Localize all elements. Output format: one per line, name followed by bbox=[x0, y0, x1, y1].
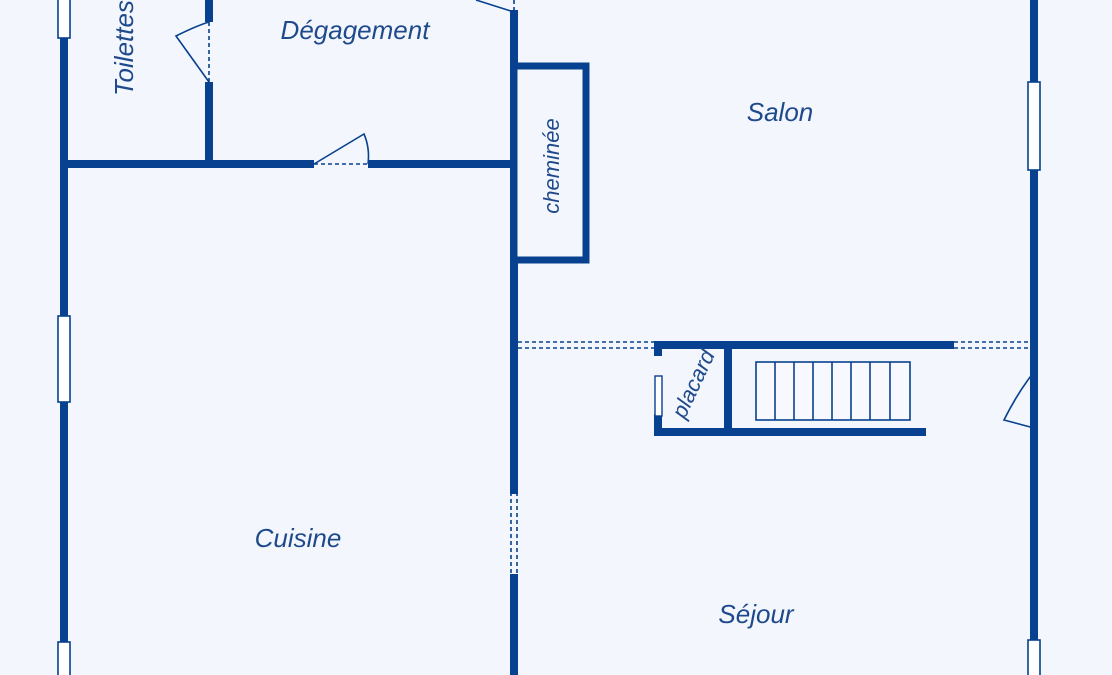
door-swings bbox=[174, 0, 1035, 429]
windows bbox=[57, 0, 1041, 675]
room-label-toilettes: Toilettes bbox=[109, 0, 139, 96]
door-top-swing bbox=[475, 0, 515, 13]
walls bbox=[60, 0, 1038, 675]
door-degagement-swing bbox=[313, 132, 370, 165]
placard-door bbox=[654, 375, 663, 417]
chimney-outline bbox=[510, 62, 590, 264]
staircase bbox=[755, 361, 911, 421]
window-left-middle bbox=[57, 315, 71, 403]
door-sejour-swing bbox=[1002, 371, 1035, 429]
room-label-salon: Salon bbox=[747, 97, 814, 127]
window-left-bottom bbox=[57, 641, 71, 675]
room-label-cheminee: cheminée bbox=[539, 118, 564, 213]
window-right-bottom bbox=[1027, 639, 1041, 675]
room-label-sejour: Séjour bbox=[718, 599, 794, 629]
window-right-top bbox=[1027, 81, 1041, 171]
door-toilettes-swing bbox=[174, 21, 210, 83]
room-label-cuisine: Cuisine bbox=[255, 523, 342, 553]
placard-door-leaf bbox=[654, 375, 663, 417]
room-label-degagement: Dégagement bbox=[281, 15, 432, 45]
staircase-outline bbox=[755, 361, 911, 421]
window-left-top bbox=[57, 0, 71, 39]
openings bbox=[208, 0, 1035, 576]
